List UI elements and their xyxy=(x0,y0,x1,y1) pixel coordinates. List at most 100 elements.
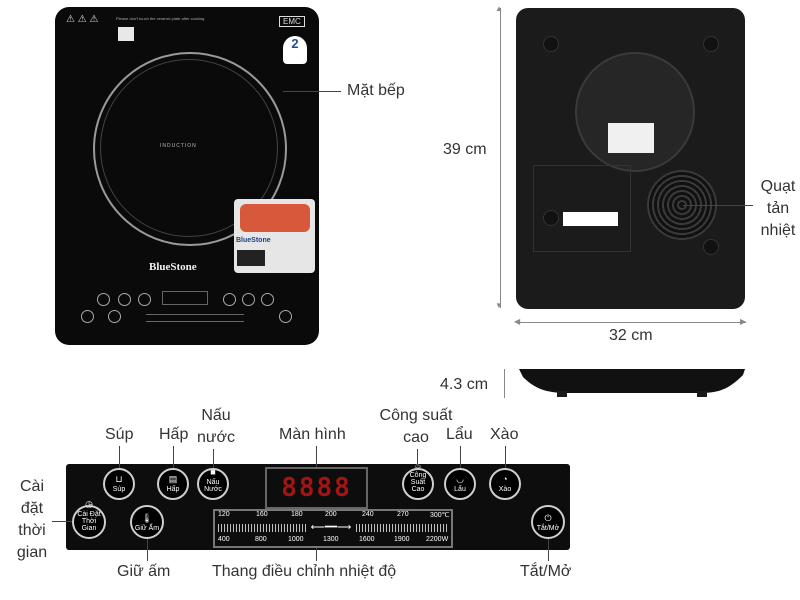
spec-label xyxy=(608,123,654,153)
width-dimension-line xyxy=(517,322,746,323)
timer-label-1: Cài Đặt xyxy=(77,511,101,518)
promo-product-image xyxy=(237,250,265,266)
power-button-label: Tắt/Mở xyxy=(536,525,560,532)
timer-button[interactable]: ◷ Cài Đặt Thời Gian xyxy=(72,500,106,539)
boil-button-label: Nấu Nước xyxy=(204,479,222,493)
leader-line xyxy=(417,449,418,468)
keep-warm-button[interactable]: 🌡 Giữ Ấm xyxy=(130,505,164,539)
leader-line xyxy=(316,446,317,467)
slider-arrow-icon: ⟵━━⟶ xyxy=(306,521,356,535)
cooktop-side-view xyxy=(519,369,745,397)
leader-line xyxy=(173,446,174,468)
pot-icon: ⊔ xyxy=(115,474,123,484)
mini-key xyxy=(261,293,274,306)
mini-key xyxy=(223,293,236,306)
leader-line xyxy=(460,446,461,468)
temp-tick: 240 xyxy=(362,511,374,518)
temp-tick: 200 xyxy=(325,511,337,518)
circuit-board xyxy=(533,165,631,252)
watt-tick: 2200W xyxy=(426,536,449,543)
stir-fry-button[interactable]: ◔ Xào xyxy=(489,468,521,500)
promo-food-image xyxy=(240,204,310,232)
soup-button-label: Súp xyxy=(112,486,126,493)
watt-tick: 400 xyxy=(218,536,230,543)
temp-tick: 270 xyxy=(397,511,409,518)
label-soup: Súp xyxy=(105,426,134,443)
boil-water-button[interactable]: ■ Nấu Nước xyxy=(197,468,229,500)
steam-button[interactable]: ▤ Hấp xyxy=(157,468,189,500)
mini-display xyxy=(162,291,208,305)
high-power-button[interactable]: ♨ Công Suất Cao xyxy=(402,461,434,500)
leader-line xyxy=(283,91,341,92)
steamer-icon: ▤ xyxy=(168,474,178,484)
warning-icon: ⚠ ⚠ ⚠ xyxy=(66,14,99,25)
leader-line xyxy=(52,521,72,522)
display-digits: 8888 xyxy=(281,473,352,503)
label-surface: Mặt bếp xyxy=(347,82,405,99)
label-stirfry: Xào xyxy=(490,426,519,443)
soup-button[interactable]: ⊔ Súp xyxy=(103,468,135,500)
label-high-power: Công suất cao xyxy=(379,407,453,446)
height-label: 39 cm xyxy=(443,141,487,158)
power-icon: ⏻ xyxy=(544,513,552,523)
power-button[interactable]: ⏻ Tắt/Mở xyxy=(531,505,565,539)
leader-line xyxy=(683,205,753,206)
cooking-zone-ring xyxy=(93,52,287,246)
watt-tick: 1300 xyxy=(323,536,339,543)
arrow-up-icon: ▲ xyxy=(495,4,503,13)
wok-icon: ◔ xyxy=(502,474,508,484)
rubber-foot xyxy=(703,239,719,255)
label-timer: Cài đặt thời gian xyxy=(16,478,48,561)
label-display: Màn hình xyxy=(279,426,346,443)
rubber-foot xyxy=(543,210,559,226)
arrow-left-icon: ◀ xyxy=(514,317,521,326)
high-power-label-1: Công xyxy=(409,472,427,479)
watt-tick: 1600 xyxy=(359,536,375,543)
emc-badge: EMC xyxy=(279,16,305,27)
label-temp-scale: Thang điều chỉnh nhiệt độ xyxy=(212,563,397,580)
label-boil: Nấu nước xyxy=(196,407,236,446)
label-keep-warm: Giữ ấm xyxy=(117,563,171,580)
leader-line xyxy=(147,539,148,561)
label-power: Tắt/Mở xyxy=(520,563,572,580)
thickness-label: 4.3 cm xyxy=(440,376,489,393)
mini-key xyxy=(242,293,255,306)
temp-tick: 120 xyxy=(218,511,230,518)
arrow-down-icon: ▼ xyxy=(495,301,503,310)
watt-tick: 1000 xyxy=(288,536,304,543)
promo-brand: BlueStone xyxy=(236,237,271,244)
brand-logo: BlueStone xyxy=(149,261,197,273)
mini-key xyxy=(97,293,110,306)
rubber-foot xyxy=(543,36,559,52)
label-fan: Quạt tản nhiệt xyxy=(760,178,796,239)
temp-tick: 160 xyxy=(256,511,268,518)
thickness-dimension-line xyxy=(504,369,505,398)
kettle-icon: ■ xyxy=(210,467,216,477)
mini-key xyxy=(118,293,131,306)
clock-icon: ◷ xyxy=(85,499,93,509)
mini-key xyxy=(279,310,292,323)
watt-tick: 800 xyxy=(255,536,267,543)
width-label: 32 cm xyxy=(609,327,653,344)
cooking-zone-inner-ring xyxy=(100,59,278,237)
high-power-label-2: Suất Cao xyxy=(410,479,426,493)
temp-tick: 300℃ xyxy=(430,512,450,519)
leader-line xyxy=(548,539,549,561)
label-steam: Hấp xyxy=(159,426,189,443)
panel-display xyxy=(265,467,368,509)
watt-tick: 1900 xyxy=(394,536,410,543)
temperature-scale[interactable] xyxy=(213,509,453,548)
keep-warm-button-label: Giữ Ấm xyxy=(134,525,160,532)
warranty-badge xyxy=(283,36,307,64)
height-dimension-line xyxy=(500,8,501,308)
hotpot-icon: ◡ xyxy=(456,474,464,484)
leader-line xyxy=(213,449,214,468)
warning-text: Please don't touch the ceramic plate aft… xyxy=(116,16,205,21)
mini-key xyxy=(108,310,121,323)
mini-key xyxy=(81,310,94,323)
mini-key xyxy=(138,293,151,306)
leader-line xyxy=(316,548,317,561)
sticker xyxy=(118,27,134,41)
timer-label-2: Thời Gian xyxy=(81,518,97,532)
hotpot-button[interactable]: ◡ Lẩu xyxy=(444,468,476,500)
